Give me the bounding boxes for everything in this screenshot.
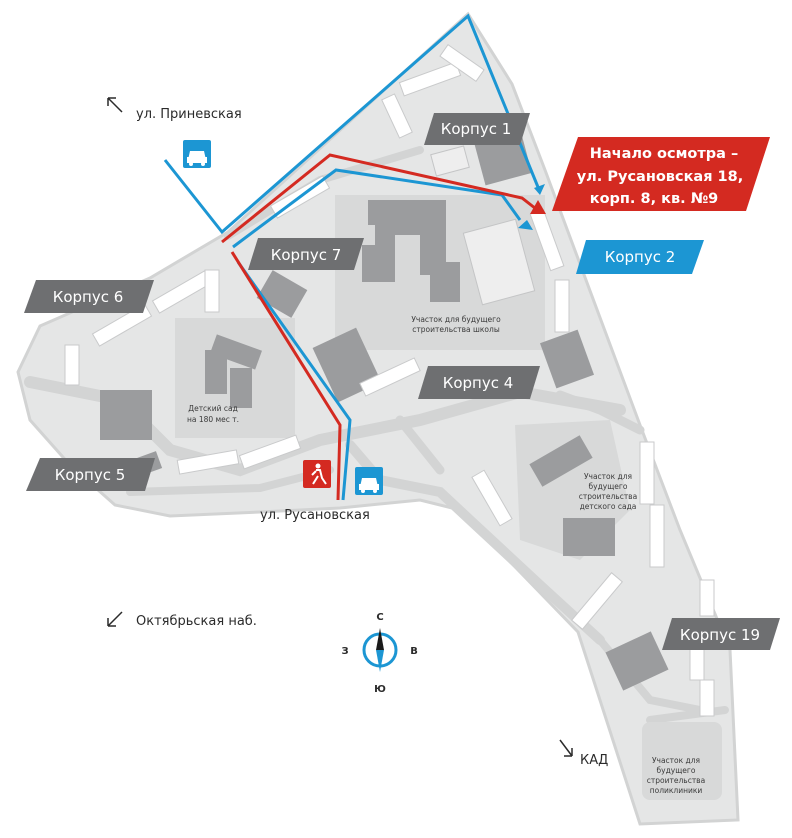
arrow-icon: [107, 97, 123, 113]
svg-text:Ю: Ю: [374, 684, 386, 695]
svg-text:Детский сад: Детский сад: [188, 404, 238, 413]
car-icon: [183, 140, 211, 168]
route-red: [221, 153, 541, 501]
start-line-1: Начало осмотра –: [590, 146, 739, 162]
svg-text:Участок для будущего: Участок для будущего: [411, 315, 501, 324]
korpus-2-label[interactable]: Корпус 2: [576, 240, 704, 274]
street-prinevskaya: ул. Приневская: [107, 97, 242, 122]
korpus-4-text: Корпус 4: [443, 374, 514, 392]
kindergarten-label: Детский сад на 180 мес т.: [187, 404, 239, 424]
route-blue-arrow-2-icon: [534, 184, 545, 195]
svg-text:поликлиники: поликлиники: [650, 786, 703, 795]
sports-fields: [430, 145, 536, 306]
car-icon: [355, 467, 383, 495]
street-rusanovskaya: ул. Русановская: [260, 508, 370, 523]
svg-text:будущего: будущего: [657, 766, 696, 775]
svg-text:КАД: КАД: [580, 753, 608, 768]
svg-text:строительства: строительства: [647, 776, 705, 785]
start-line-3: корп. 8, кв. №9: [590, 191, 719, 207]
buildings: [100, 122, 669, 691]
route-red-arrow-icon: [530, 200, 546, 214]
svg-text:строительства: строительства: [579, 492, 637, 501]
svg-text:З: З: [341, 646, 348, 657]
svg-text:ул. Приневская: ул. Приневская: [136, 107, 242, 122]
korpus-19-label[interactable]: Корпус 19: [662, 618, 780, 650]
compass: С Ю З В: [341, 612, 417, 695]
korpus-1-label[interactable]: Корпус 1: [424, 113, 530, 145]
svg-text:Участок для: Участок для: [584, 472, 632, 481]
svg-text:Октябрьская наб.: Октябрьская наб.: [136, 614, 257, 629]
korpus-7-label[interactable]: Корпус 7: [248, 238, 364, 270]
arrow-icon: [107, 611, 123, 627]
korpus-1-text: Корпус 1: [441, 120, 512, 138]
start-point-label[interactable]: Начало осмотра – ул. Русановская 18, кор…: [552, 137, 770, 211]
arrow-icon: [559, 739, 573, 757]
clinic-label: Участок для будущего строительства полик…: [647, 756, 705, 795]
school-area-label: Участок для будущего строительства школы: [411, 315, 501, 334]
start-line-2: ул. Русановская 18,: [577, 169, 744, 185]
korpus-2-text: Корпус 2: [605, 248, 676, 266]
svg-text:В: В: [410, 646, 418, 657]
korpus-19-text: Корпус 19: [680, 626, 760, 644]
korpus-5-text: Корпус 5: [55, 466, 126, 484]
walk-icon: [303, 460, 331, 488]
korpus-7-text: Корпус 7: [271, 246, 342, 264]
svg-text:Участок для: Участок для: [652, 756, 700, 765]
korpus-6-text: Корпус 6: [53, 288, 124, 306]
route-blue: [163, 13, 542, 501]
svg-text:на 180 мес т.: на 180 мес т.: [187, 415, 239, 424]
svg-text:будущего: будущего: [589, 482, 628, 491]
korpus-6-label[interactable]: Корпус 6: [24, 280, 154, 313]
future-kindergarten-label: Участок для будущего строительства детск…: [579, 472, 637, 511]
street-oktyabrskaya: Октябрьская наб.: [107, 611, 257, 629]
svg-text:детского сада: детского сада: [580, 502, 637, 511]
korpus-5-label[interactable]: Корпус 5: [26, 458, 155, 491]
svg-text:строительства школы: строительства школы: [412, 325, 500, 334]
svg-text:ул. Русановская: ул. Русановская: [260, 508, 370, 523]
street-kad: КАД: [559, 739, 608, 768]
route-blue-arrow-icon: [518, 220, 533, 230]
svg-text:С: С: [376, 612, 383, 623]
korpus-4-label[interactable]: Корпус 4: [418, 366, 540, 399]
